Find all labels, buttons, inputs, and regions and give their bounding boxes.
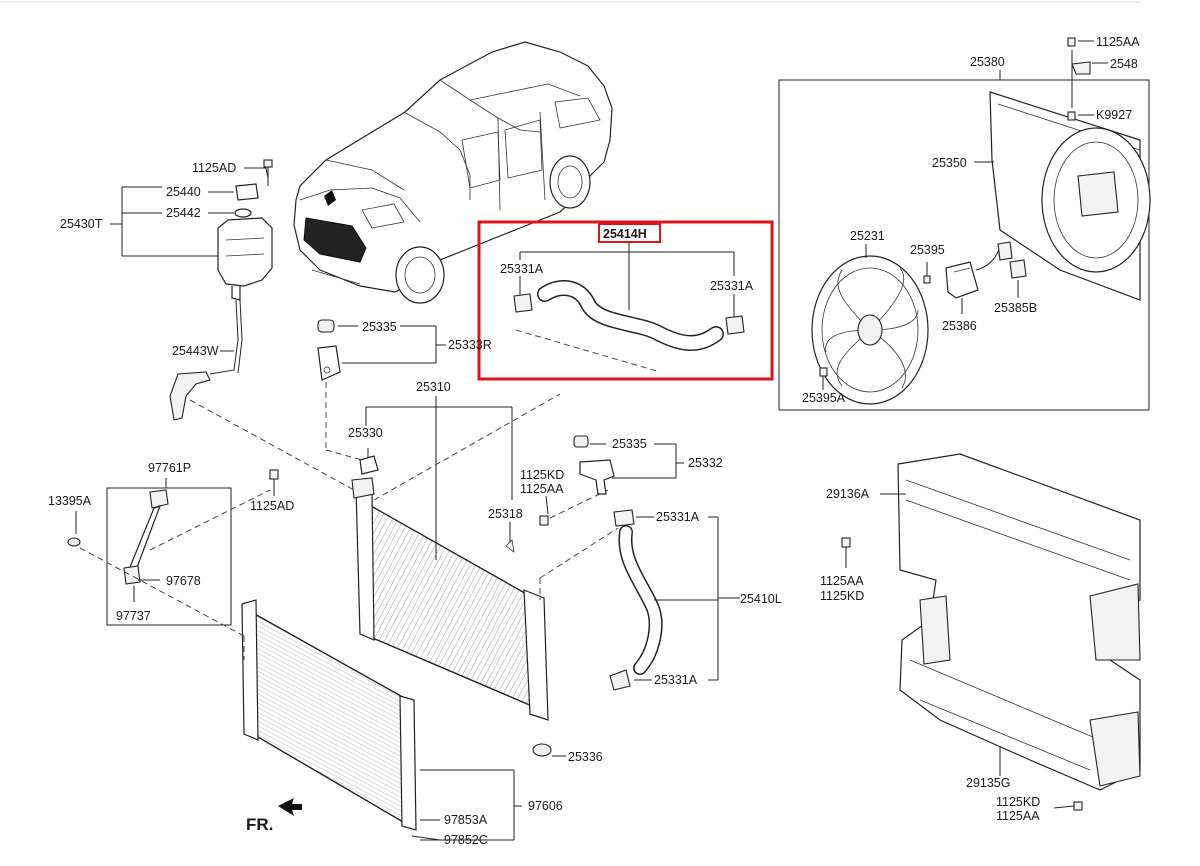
label-97678: 97678 [166, 574, 201, 588]
label-29135g: 29135G [966, 776, 1010, 790]
label-k9927: K9927 [1096, 108, 1132, 122]
label-1125ad-mid: 1125AD [250, 499, 294, 513]
label-1125aa-top-right: 1125AA [1096, 35, 1140, 49]
label-25443w: 25443W [172, 344, 219, 358]
label-1125aa-bottom-right: 1125AA [996, 809, 1040, 823]
label-25330: 25330 [348, 426, 383, 440]
label-25331a-1: 25331A [656, 510, 700, 524]
upper-bracket-assembly [317, 319, 446, 461]
radiator-assembly [351, 396, 566, 757]
label-25335-a: 25335 [362, 320, 397, 334]
label-25335-b: 25335 [612, 437, 647, 451]
label-25442: 25442 [166, 206, 201, 220]
front-direction-indicator [278, 798, 302, 816]
label-1125kd-right: 1125KD [820, 589, 864, 603]
fan-group-box [778, 79, 1150, 411]
label-25410l: 25410L [740, 592, 782, 606]
vehicle-illustration [293, 41, 613, 304]
reservoir-assembly [110, 159, 273, 421]
label-25332: 25332 [688, 456, 723, 470]
label-25336: 25336 [568, 750, 603, 764]
part-labels: 1125AD 25440 25442 25430T 25443W 25335 2… [48, 35, 1140, 847]
highlight-box [477, 220, 774, 381]
lower-hose-assembly [609, 509, 740, 691]
label-29136a: 29136A [826, 487, 870, 501]
bracket-97761p-assembly [67, 469, 279, 637]
label-2548: 2548 [1110, 57, 1138, 71]
label-fr: FR. [246, 815, 273, 834]
label-25414h: 25414H [603, 227, 647, 241]
label-25380: 25380 [970, 55, 1005, 69]
label-25430t: 25430T [60, 217, 103, 231]
bracket-25332-assembly [539, 435, 684, 526]
label-25333r: 25333R [448, 338, 492, 352]
label-1125aa-right: 1125AA [820, 574, 864, 588]
label-25385b: 25385B [994, 301, 1037, 315]
label-97737: 97737 [116, 609, 151, 623]
label-25331a-3: 25331A [500, 262, 544, 276]
label-97761p: 97761P [148, 461, 191, 475]
fan-assembly [778, 37, 1151, 411]
label-25318: 25318 [488, 507, 523, 521]
label-25395a: 25395A [802, 391, 846, 405]
label-97853a: 97853A [444, 813, 488, 827]
label-1125kd-left: 1125KD [520, 468, 564, 482]
label-25386: 25386 [942, 319, 977, 333]
front-carrier-assembly [841, 453, 1141, 811]
label-25440: 25440 [166, 185, 201, 199]
label-25395: 25395 [910, 243, 945, 257]
label-25310: 25310 [416, 380, 451, 394]
label-1125ad-top: 1125AD [192, 161, 236, 175]
label-1125kd-bottom-right: 1125KD [996, 795, 1040, 809]
condenser-assembly [241, 599, 522, 841]
label-97606: 97606 [528, 799, 563, 813]
part-number-highlight [598, 223, 661, 243]
label-1125aa-left: 1125AA [520, 482, 564, 496]
label-25331a-2: 25331A [654, 673, 698, 687]
label-25331a-4: 25331A [710, 279, 754, 293]
label-97852c: 97852C [444, 833, 488, 847]
label-13395a: 13395A [48, 494, 92, 508]
assembly-guide-lines [189, 329, 661, 660]
label-25350: 25350 [932, 156, 967, 170]
upper-hose-assembly [477, 220, 774, 381]
label-25231: 25231 [850, 229, 885, 243]
